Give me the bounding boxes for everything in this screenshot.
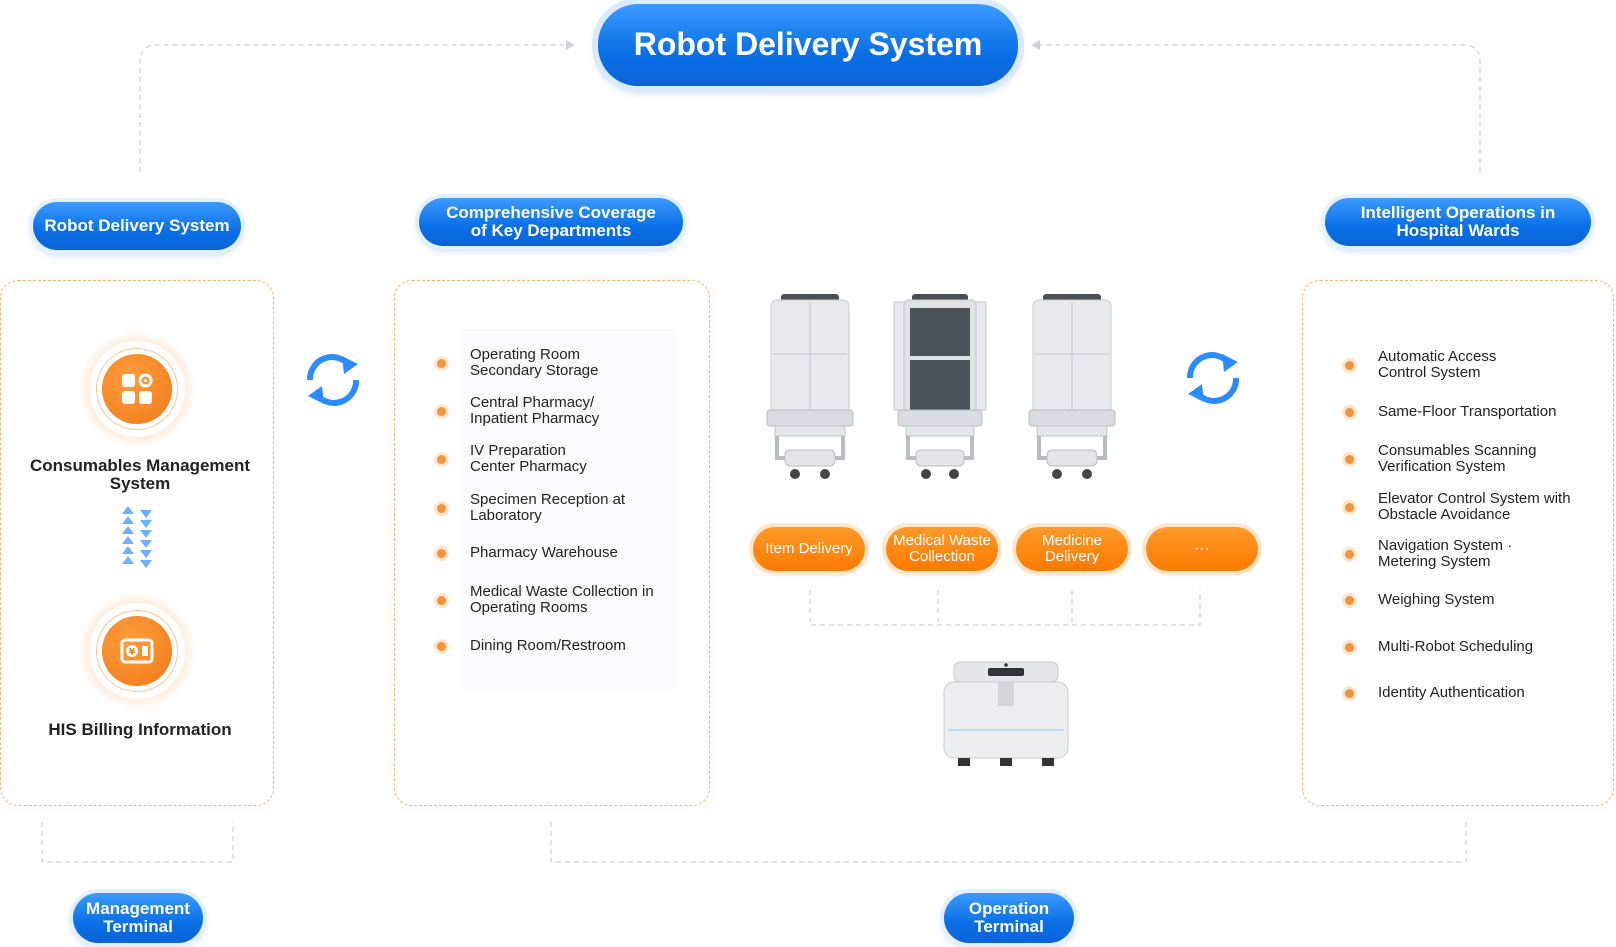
bullet-dot	[1345, 454, 1354, 464]
main-title: Robot Delivery System	[598, 4, 1018, 86]
robot-cabinet-closed-icon	[766, 294, 854, 479]
bullet-dot	[437, 503, 446, 513]
bullet-dot	[437, 548, 446, 558]
operation-item: Elevator Control System with Obstacle Av…	[1345, 491, 1571, 523]
middle-column-title: Comprehensive Coverage of Key Department…	[419, 198, 683, 246]
departments-panel: Operating Room Secondary Storage Central…	[394, 280, 710, 806]
bullet-dot	[1345, 549, 1354, 559]
department-item: IV Preparation Center Pharmacy	[437, 443, 587, 475]
department-item: Central Pharmacy/ Inpatient Pharmacy	[437, 395, 599, 427]
sync-arrows-icon	[122, 506, 152, 568]
bullet-dot	[437, 454, 446, 464]
bullet-dot	[437, 595, 446, 605]
operation-item: Consumables Scanning Verification System	[1345, 443, 1536, 475]
consumables-icon-ring	[79, 331, 195, 447]
department-item: Operating Room Secondary Storage	[437, 347, 598, 379]
refresh-arrows-icon	[1187, 352, 1239, 404]
robot-cabinet-open-icon	[893, 294, 987, 479]
robot-cabinet-closed-icon	[1028, 294, 1116, 479]
his-billing-icon-ring: ¥	[79, 593, 195, 709]
management-terminal-label: Management Terminal	[73, 893, 203, 943]
his-billing-label: HIS Billing Information	[48, 720, 232, 739]
delivery-robot-base-icon	[943, 661, 1069, 766]
operation-item: Same-Floor Transportation	[1345, 404, 1556, 420]
left-panel: Consumables Management System ¥ HIS Bill…	[0, 280, 274, 806]
consumables-management-label: Consumables Management System	[29, 456, 251, 493]
yuan-billing-icon: ¥	[102, 616, 172, 686]
bullet-dot	[1345, 360, 1354, 370]
department-item: Medical Waste Collection in Operating Ro…	[437, 584, 654, 616]
operations-panel: Automatic Access Control System Same-Flo…	[1302, 280, 1614, 806]
department-item: Specimen Reception at Laboratory	[437, 492, 625, 524]
bullet-dot	[437, 641, 446, 651]
department-item: Pharmacy Warehouse	[437, 545, 618, 561]
department-item: Dining Room/Restroom	[437, 638, 626, 654]
bullet-dot	[1345, 502, 1354, 512]
apps-gear-icon	[102, 354, 172, 424]
bullet-dot	[437, 358, 446, 368]
more-services-button[interactable]: ···	[1146, 527, 1258, 571]
bullet-dot	[1345, 642, 1354, 652]
operation-item: Identity Authentication	[1345, 685, 1525, 701]
operation-item: Multi-Robot Scheduling	[1345, 639, 1533, 655]
item-delivery-button[interactable]: Item Delivery	[753, 527, 865, 571]
medicine-delivery-button[interactable]: Medicine Delivery	[1016, 527, 1128, 571]
operation-item: Weighing System	[1345, 592, 1494, 608]
operation-item: Automatic Access Control System	[1345, 349, 1496, 381]
refresh-arrows-icon	[307, 354, 359, 406]
medical-waste-collection-button[interactable]: Medical Waste Collection	[886, 527, 998, 571]
bullet-dot	[437, 406, 446, 416]
bullet-dot	[1345, 407, 1354, 417]
right-column-title: Intelligent Operations in Hospital Wards	[1325, 198, 1591, 246]
operation-terminal-label: Operation Terminal	[944, 893, 1074, 943]
operation-item: Navigation System · Metering System	[1345, 538, 1512, 570]
left-column-title: Robot Delivery System	[33, 202, 241, 250]
bullet-dot	[1345, 595, 1354, 605]
departments-panel-inner	[461, 329, 677, 691]
svg-text:¥: ¥	[129, 648, 136, 658]
bullet-dot	[1345, 688, 1354, 698]
